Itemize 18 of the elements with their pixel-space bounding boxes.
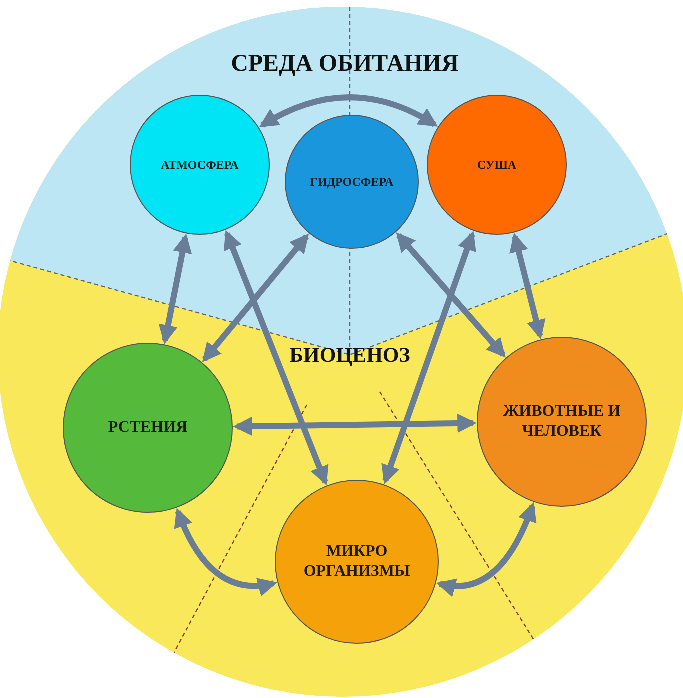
double-arrow [259, 94, 438, 128]
double-arrow [436, 502, 536, 596]
double-arrow [174, 508, 278, 596]
circle-label: СУША [477, 158, 517, 172]
double-arrow [233, 414, 477, 436]
circle-label: МИКРО ОРГАНИЗМЫ [302, 542, 412, 582]
circle-label: ГИДРОСФЕРА [310, 174, 394, 190]
section-heading: СРЕДА ОБИТАНИЯ [230, 52, 460, 76]
double-arrow [396, 232, 506, 358]
double-arrow [224, 230, 329, 486]
double-arrow [382, 231, 476, 485]
double-arrow [158, 234, 192, 344]
section-heading: БИОЦЕНОЗ [288, 345, 412, 366]
circle-label: РСТЕНИЯ [108, 418, 188, 438]
circle-label: ЖИВОТНЫЕ И ЧЕЛОВЕК [502, 402, 622, 442]
circle-label: АТМОСФЕРА [161, 158, 239, 172]
double-arrow [510, 233, 546, 340]
double-arrow [202, 234, 310, 362]
